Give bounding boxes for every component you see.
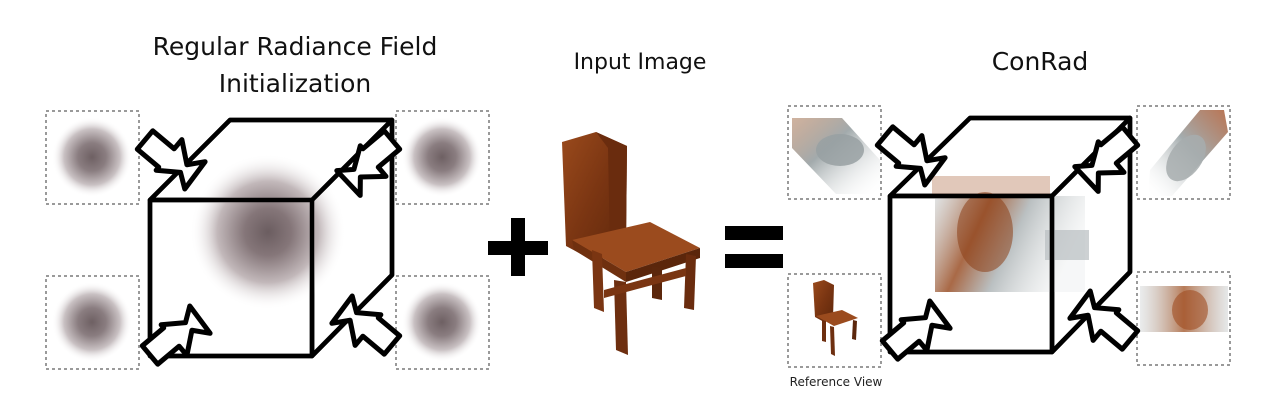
view-frame-top-left [45,110,140,205]
equals-operator [725,226,783,268]
conrad-view-top-right [1136,105,1231,200]
regular-field-title-line2: Initialization [218,69,372,98]
conrad-view-top-left [787,105,882,200]
conrad-group [787,105,1231,368]
conrad-title: ConRad [991,47,1089,76]
input-chair-image [562,132,700,355]
plus-operator [488,218,548,276]
conrad-view-bottom-right [1136,271,1231,366]
input-image-title: Input Image [573,50,707,75]
reference-view-frame [787,273,882,368]
density-blob [190,154,346,310]
view-frame-bottom-right [395,275,490,370]
regular-field-title-line1: Regular Radiance Field [152,32,438,61]
regular-field-title: Regular Radiance Field Initialization [120,28,470,102]
conrad-reconstruction [932,176,1089,292]
regular-field-group [45,110,490,373]
view-frame-top-right [395,110,490,205]
reference-view-label: Reference View [789,375,883,389]
view-frame-bottom-left [45,275,140,370]
